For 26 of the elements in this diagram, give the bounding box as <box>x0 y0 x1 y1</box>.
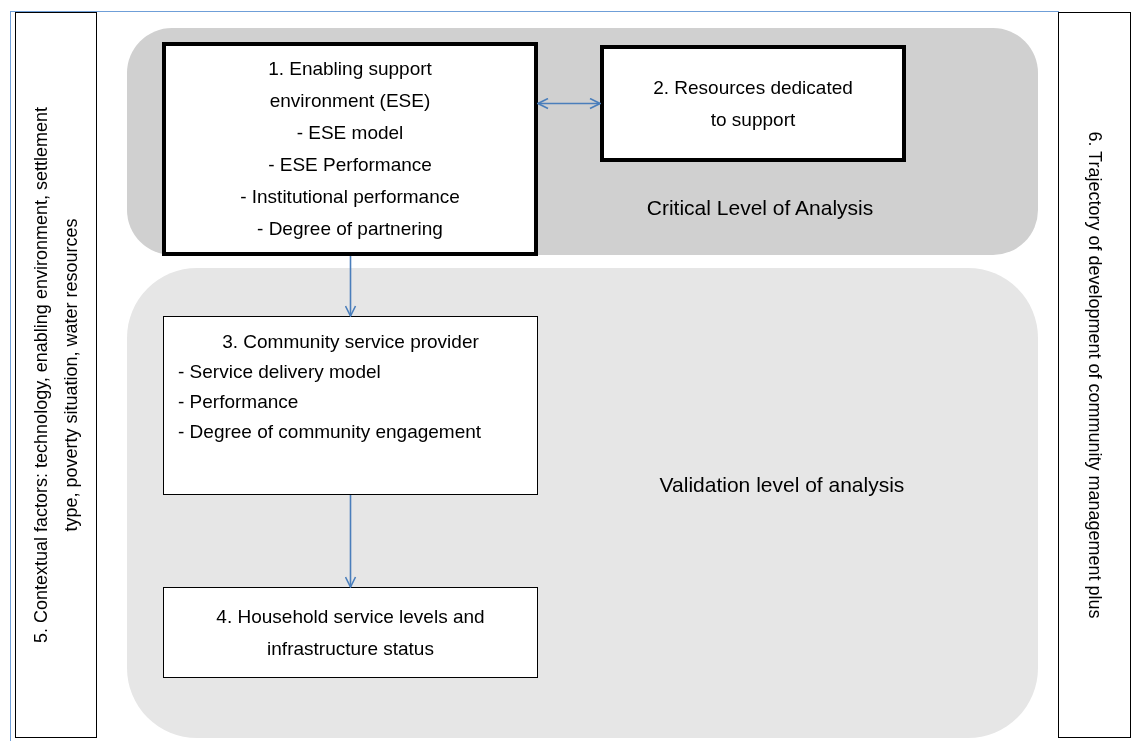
box-heading: 4. Household service levels and infrastructure status <box>215 604 486 661</box>
list-item: - Degree of partnering <box>257 217 443 241</box>
box-heading: 2. Resources dedicated to support <box>652 75 854 132</box>
box-heading: 3. Community service provider <box>221 330 480 354</box>
list-item: - Degree of community engagement <box>178 420 483 444</box>
side-panel <box>15 12 97 738</box>
arrow <box>344 255 357 317</box>
rotated-label: 5. Contextual factors: technology, enabling environment, settlement type, poverty situation, water resources <box>30 106 82 645</box>
rotated-label: 6. Trajectory of development of community management plus <box>1083 130 1106 621</box>
arrow <box>537 97 601 110</box>
list-item: - Institutional performance <box>240 185 460 209</box>
level-label: Critical Level of Analysis <box>646 196 874 220</box>
list-item: - ESE Performance <box>268 153 432 177</box>
process-box <box>162 42 538 256</box>
process-box <box>600 45 906 162</box>
level-band <box>127 268 1038 738</box>
box-heading: 1. Enabling support environment (ESE) <box>267 57 433 113</box>
list-item: - Performance <box>178 390 300 414</box>
side-panel <box>1058 12 1131 738</box>
arrow <box>344 494 357 588</box>
process-box <box>163 587 538 678</box>
level-label: Validation level of analysis <box>659 473 905 497</box>
process-box <box>163 316 538 495</box>
list-item: - ESE model <box>296 121 404 145</box>
list-item: - Service delivery model <box>178 360 382 384</box>
level-band <box>127 28 1038 255</box>
